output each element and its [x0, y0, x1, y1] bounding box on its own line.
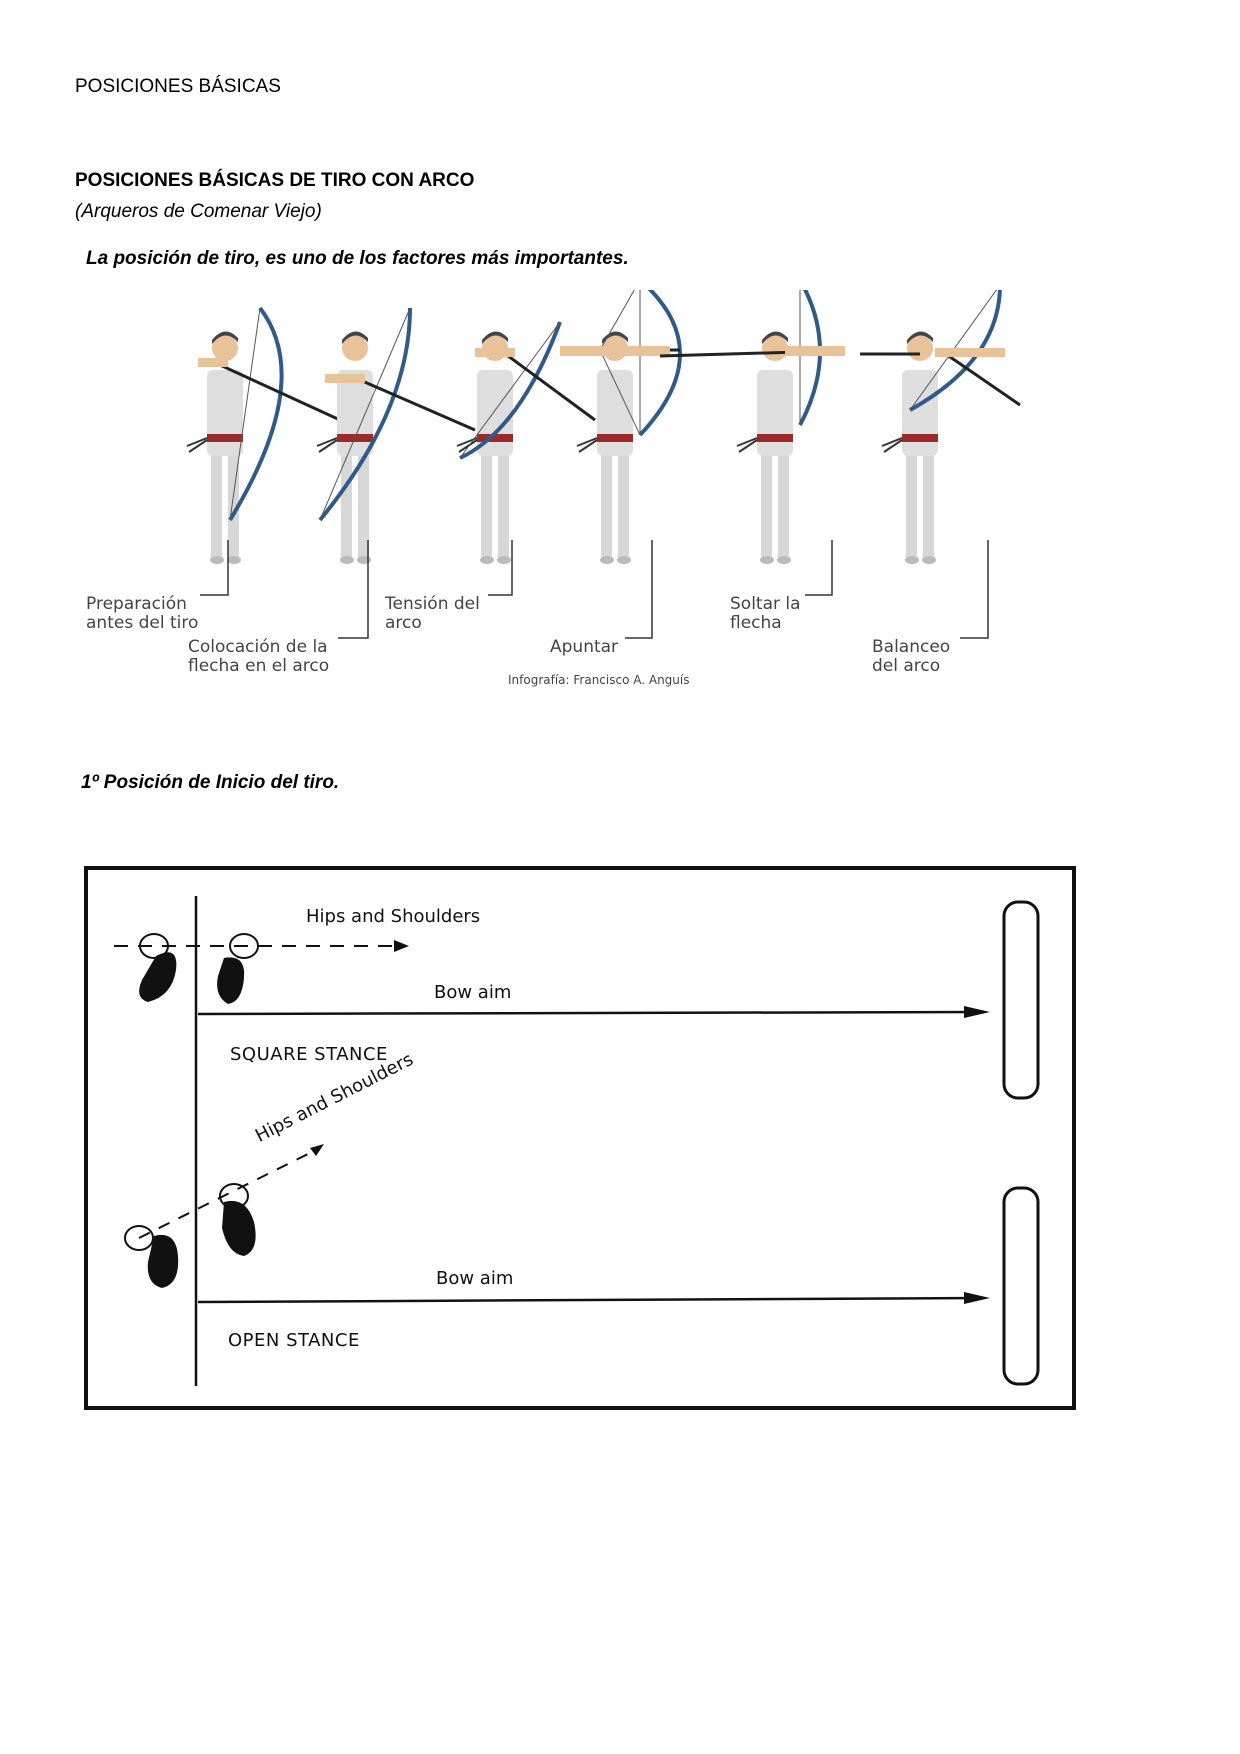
lead-sentence: La posición de tiro, es uno de los facto… — [86, 248, 629, 269]
document-title: POSICIONES BÁSICAS DE TIRO CON ARCO — [75, 170, 475, 191]
document-subtitle: (Arqueros de Comenar Viejo) — [75, 201, 322, 222]
open-stance-name: OPEN STANCE — [228, 1330, 360, 1351]
open-stance-figure — [124, 1144, 1040, 1386]
label-balanceo: Balanceo del arco — [872, 637, 951, 676]
label-colocacion: Colocación de la flecha en el arco — [188, 637, 330, 676]
label-preparacion: Preparación antes del tiro — [86, 594, 199, 633]
open-aim-label: Bow aim — [436, 1268, 514, 1289]
section-title: 1º Posición de Inicio del tiro. — [81, 772, 340, 793]
label-apuntar: Apuntar — [550, 637, 619, 657]
square-aim-label: Bow aim — [434, 982, 512, 1003]
label-soltar: Soltar la flecha — [730, 594, 801, 633]
square-hips-label: Hips and Shoulders — [306, 906, 481, 927]
page-header: POSICIONES BÁSICAS — [75, 76, 281, 97]
stance-diagram: Hips and Shoulders Bow aim SQUARE STANCE… — [84, 866, 1076, 1410]
infographic-credit: Infografía: Francisco A. Anguís — [508, 673, 690, 687]
square-stance-figure — [114, 900, 1040, 1100]
stance-diagram-drawing — [84, 866, 1076, 1410]
archer-figures-illustration — [186, 290, 1021, 639]
square-stance-name: SQUARE STANCE — [230, 1044, 388, 1065]
archery-positions-infographic: Preparación antes del tiro Colocación de… — [80, 290, 1160, 700]
label-tension: Tensión del arco — [385, 594, 480, 633]
